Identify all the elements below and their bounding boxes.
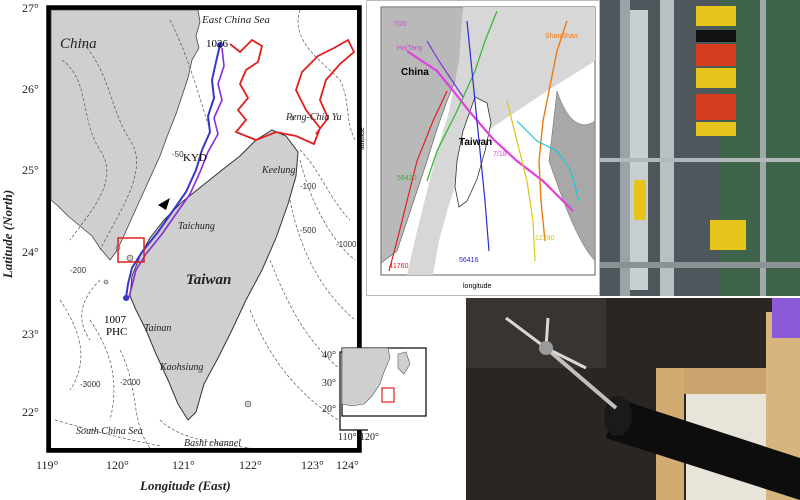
track-box [117,237,145,263]
label-taichung: Taichung [178,221,215,232]
track-end-marker [123,295,129,301]
label-peng-chia-yu: Peng-Chia Yu [286,112,342,123]
label-start: 1026 [206,38,228,50]
map-border-ticks [47,6,361,452]
track-label-date-end: 7/18 [493,151,507,158]
label-taiwan: Taiwan [186,272,232,288]
lon-tick-121: 121° [172,458,195,472]
track-label-haitang: HaiTang [397,45,423,52]
inset-highlight-box [381,387,395,403]
frame-photo-svg [600,0,800,296]
track-line-magenta [406,50,574,212]
track-arrow-icon [158,198,170,210]
china-land [50,9,201,261]
instrument-frame-photo [600,0,800,296]
track-line-red [388,90,448,272]
track-label-taiwan: Taiwan [459,137,493,148]
depth-label: -200 [70,266,87,275]
label-phc: PHC [106,326,128,338]
depth-label: -2000 [120,378,141,387]
inset-map-svg [341,347,427,417]
lat-tick-27: 27° [22,1,39,15]
small-islands [103,115,295,408]
lon-tick-122: 122° [239,458,262,472]
lat-tick-22: 22° [22,405,39,419]
track-line-orange [538,20,568,242]
label-bashi-channel: Bashi channel [184,438,241,449]
probe-photo-svg [466,298,800,500]
depth-label: -1000 [336,240,357,249]
inset-lat-tick: 20° [322,404,336,415]
inset-lon-tick: 110° [338,432,357,443]
track-label-shanshan: ShanShan [545,33,578,40]
label-kaohsiung: Kaohsiung [160,362,204,373]
label-china: China [60,36,97,52]
y-axis-title: Latitude (North) [0,189,15,279]
track-line-yellow [506,100,536,262]
track-map-panel: China Taiwan HaiTang ShanShan 7/20 7/18 … [359,0,600,296]
main-map-svg [46,5,368,453]
lon-tick-123: 123° [301,458,324,472]
lon-tick-124: 124° [336,458,359,472]
track-label-date-start: 7/20 [393,21,407,28]
main-map-panel: 27° 26° 25° 24° 23° 22° 119° 120° 121° 1… [0,0,427,500]
label-east-china-sea: East China Sea [202,14,270,26]
track-line-purple [426,40,464,98]
track-label-drifter: 56420 [397,175,417,182]
track-purple [127,47,225,301]
track-start-marker [217,42,223,48]
lat-tick-26: 26° [22,82,39,96]
lat-tick-25: 25° [22,163,39,177]
label-south-china-sea: South China Sea [76,426,143,437]
track-x-axis-title: longitude [463,283,492,290]
inset-lat-tick: 40° [322,350,336,361]
label-kyd: KYD [183,152,207,164]
track-line-green [426,10,498,182]
probe-instrument-photo [466,298,800,500]
track-label-drifter: 56416 [459,257,479,264]
lon-tick-119: 119° [36,458,59,472]
x-axis-title: Longitude (East) [140,478,231,493]
lat-tick-24: 24° [22,245,39,259]
depth-label: -100 [300,182,317,191]
lon-tick-120: 120° [106,458,129,472]
track-map-svg [380,6,596,276]
track-line-blue [466,20,490,252]
inset-lat-tick: 30° [322,378,336,389]
lat-tick-23: 23° [22,327,39,341]
depth-label: -500 [300,226,317,235]
inset-lon-tick: 120° [360,432,379,443]
track-y-axis-title: latitude [358,127,366,150]
track-label-drifter: 12290 [535,235,555,242]
track-red [229,38,356,146]
depth-contours [54,9,356,449]
label-tainan: Tainan [144,323,172,334]
track-line-cyan [516,120,580,202]
depth-label: -3000 [80,380,101,389]
depth-label: -50 [172,150,184,159]
label-keelung: Keelung [262,165,296,176]
track-label-china: China [401,67,429,78]
label-end: 1007 [104,314,126,326]
track-label-drifter: 41760 [389,263,409,270]
